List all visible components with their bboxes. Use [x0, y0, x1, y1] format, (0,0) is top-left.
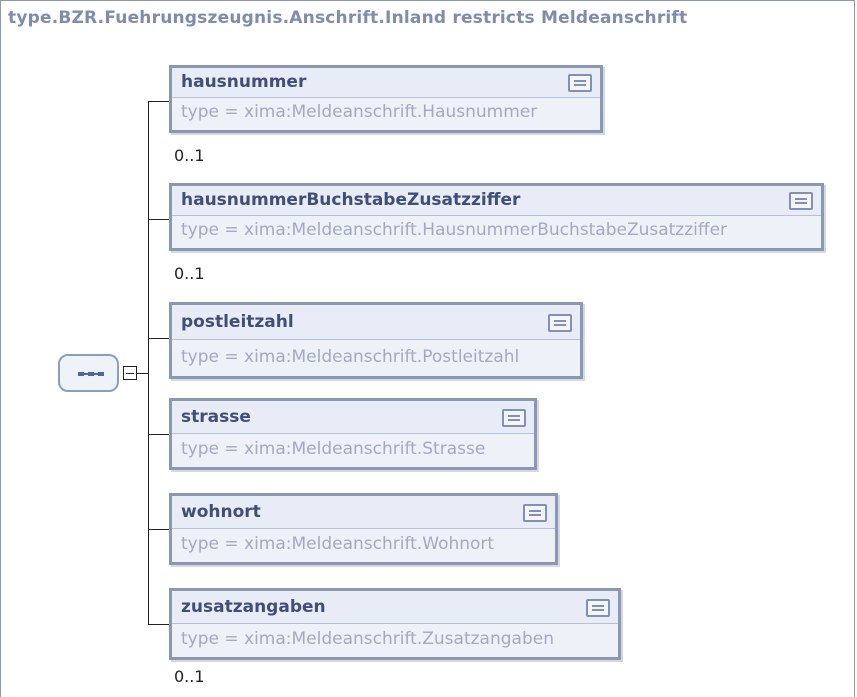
- documentation-icon[interactable]: [586, 599, 610, 617]
- element-hausnummerBuchstabeZusatzziffer[interactable]: hausnummerBuchstabeZusatzziffer type = x…: [169, 183, 824, 251]
- trunk-line: [148, 101, 149, 625]
- element-type: type = xima:Meldeanschrift.Zusatzangaben: [181, 629, 554, 649]
- minus-icon: [126, 373, 134, 374]
- element-name-row: wohnort: [172, 496, 555, 529]
- sequence-dash: [84, 373, 89, 375]
- element-name: zusatzangaben: [181, 597, 326, 617]
- branch-line: [148, 338, 169, 339]
- element-type: type = xima:Meldeanschrift.Strasse: [181, 439, 486, 459]
- cardinality-label: 0..1: [174, 667, 205, 686]
- element-type: type = xima:Meldeanschrift.HausnummerBuc…: [181, 220, 728, 240]
- element-hausnummer[interactable]: hausnummer type = xima:Meldeanschrift.Ha…: [169, 65, 603, 133]
- branch-line: [148, 529, 169, 530]
- element-type: type = xima:Meldeanschrift.Wohnort: [181, 534, 495, 554]
- element-name: hausnummerBuchstabeZusatzziffer: [181, 190, 521, 210]
- stub-line: [137, 373, 148, 374]
- element-name: postleitzahl: [181, 312, 294, 332]
- documentation-icon[interactable]: [523, 504, 547, 522]
- branch-line: [148, 219, 169, 220]
- sequence-icon[interactable]: [58, 354, 119, 392]
- diagram-title: type.BZR.Fuehrungszeugnis.Anschrift.Inla…: [8, 8, 688, 28]
- documentation-icon[interactable]: [789, 192, 813, 210]
- branch-line: [148, 101, 169, 102]
- element-name-row: hausnummerBuchstabeZusatzziffer: [172, 186, 821, 216]
- documentation-icon[interactable]: [548, 314, 572, 332]
- element-name-row: strasse: [172, 401, 534, 434]
- element-name-row: hausnummer: [172, 68, 600, 98]
- collapse-toggle[interactable]: [123, 366, 137, 380]
- element-name: wohnort: [181, 502, 261, 522]
- cardinality-label: 0..1: [174, 146, 205, 165]
- documentation-icon[interactable]: [568, 74, 592, 92]
- sequence-dash: [94, 373, 99, 375]
- documentation-icon[interactable]: [502, 409, 526, 427]
- element-name-row: postleitzahl: [172, 305, 580, 340]
- sequence-dot: [78, 372, 84, 376]
- sequence-dot: [88, 372, 94, 376]
- element-wohnort[interactable]: wohnort type = xima:Meldeanschrift.Wohno…: [169, 493, 558, 565]
- branch-line: [148, 624, 169, 625]
- element-type: type = xima:Meldeanschrift.Postleitzahl: [181, 347, 520, 367]
- sequence-dot: [98, 372, 104, 376]
- element-type: type = xima:Meldeanschrift.Hausnummer: [181, 102, 538, 122]
- cardinality-label: 0..1: [174, 264, 205, 283]
- element-zusatzangaben[interactable]: zusatzangaben type = xima:Meldeanschrift…: [169, 588, 621, 660]
- element-strasse[interactable]: strasse type = xima:Meldeanschrift.Stras…: [169, 398, 537, 470]
- element-name: strasse: [181, 407, 251, 427]
- element-name: hausnummer: [181, 72, 307, 92]
- element-postleitzahl[interactable]: postleitzahl type = xima:Meldeanschrift.…: [169, 302, 583, 379]
- element-name-row: zusatzangaben: [172, 591, 618, 624]
- branch-line: [148, 434, 169, 435]
